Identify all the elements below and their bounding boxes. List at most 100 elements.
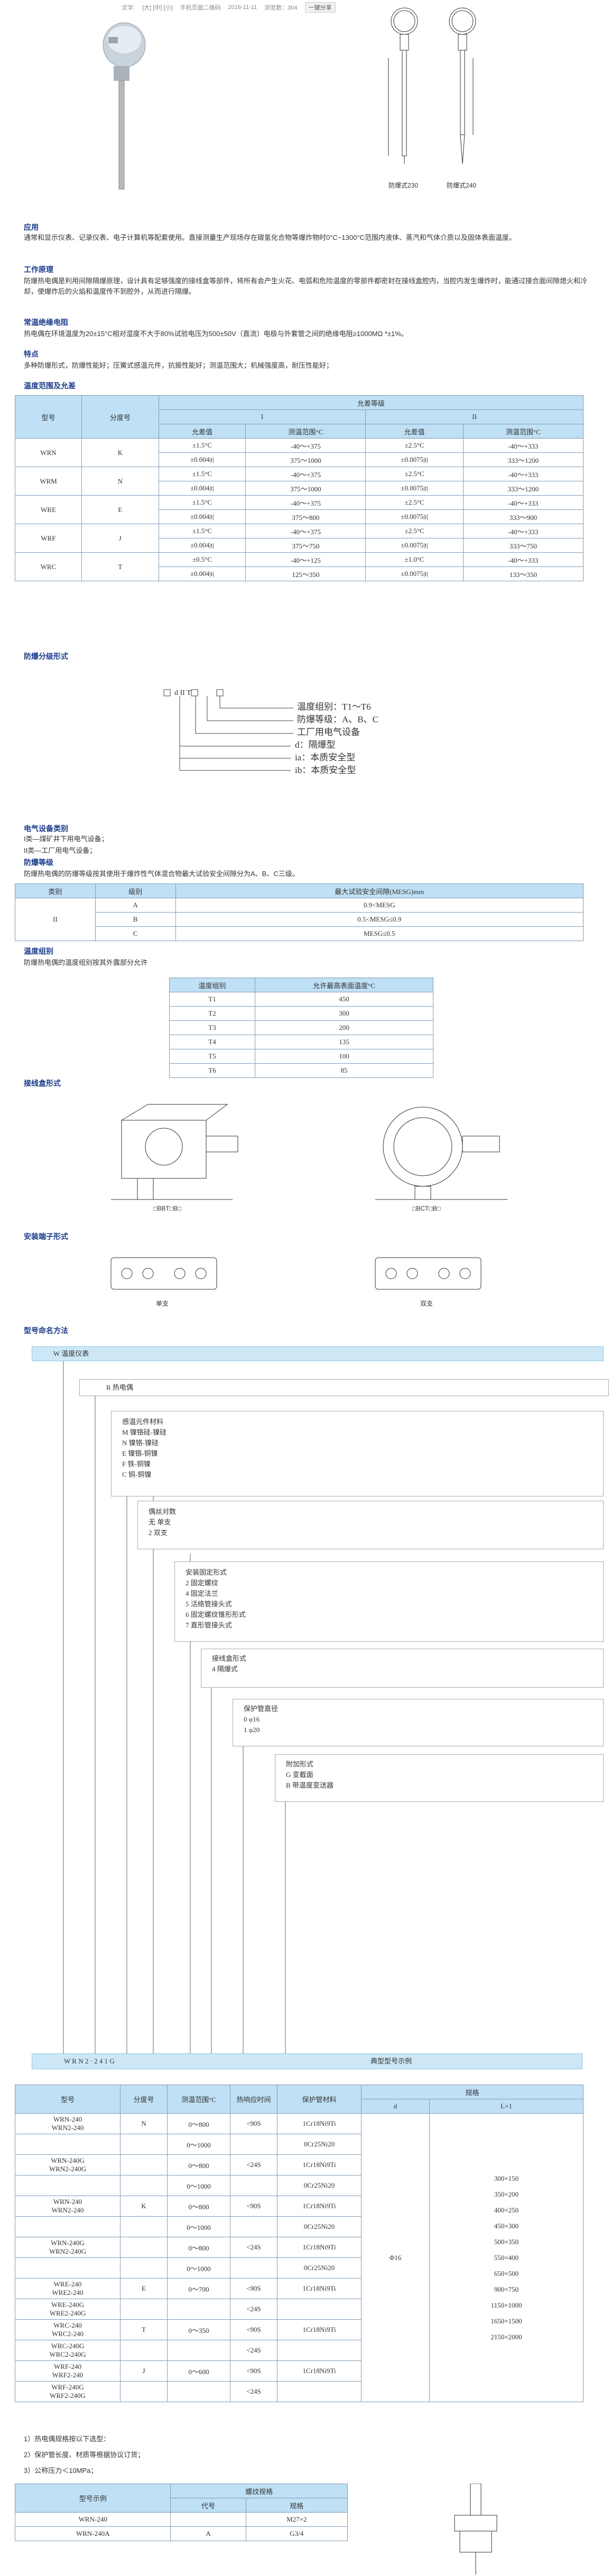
selection-cell: <24S [230,2299,277,2320]
example-code: W R N 2 · 2 4 1 G [64,2057,115,2065]
cell: ±0.0075|t| [365,566,464,581]
selection-cell: <90S [230,2196,277,2217]
font-size-switch[interactable]: [大] [中] [小] [142,5,173,11]
diameter-item: 1 φ20 [244,1726,260,1734]
cell: 375～800 [245,509,366,524]
selection-cell: WRN-240G WRN2-240G [15,2237,121,2258]
cell: 135 [255,1035,433,1049]
selection-cell: WRE-240G WRE2-240G [15,2299,121,2320]
cell: ±0.004|t| [158,452,246,467]
selection-cell: 0～800 [167,2113,230,2134]
cell: 450 [255,992,433,1007]
selection-cell: 0～1000 [167,2216,230,2237]
pairs-item: 2 双支 [149,1529,168,1537]
pairs-item: 无 单支 [149,1518,171,1526]
use-title: 应用 [24,223,39,231]
element-title: 感温元件材料 [122,1418,164,1426]
wiring-title: 接线盒形式 [24,1079,61,1087]
cell: T3 [169,1020,256,1035]
share-button[interactable]: 一键分享 [304,2,336,13]
cell: ±0.0075|t| [365,452,464,467]
selection-cell: 0～1000 [167,2257,230,2279]
th-tol-i: 允差值 [158,424,246,439]
cell-index: K [81,438,159,467]
cell: T6 [169,1063,256,1078]
selection-cell [15,2175,121,2196]
cell: 200 [255,1020,433,1035]
th-range: 测温范围°C [167,2085,230,2114]
selection-cell: WRF-240 WRF2-240 [15,2360,121,2382]
selection-cell: WRC-240 WRC2-240 [15,2319,121,2340]
cell-model: WRC [15,552,82,581]
jbox-title: 接线盒形式 [212,1654,247,1662]
selection-cell [15,2257,121,2279]
selection-cell: J [120,2360,168,2382]
elec-2: II类—工厂用电气设备； [24,847,97,854]
junction-box-label-1: □BBT□B□ [153,1205,182,1212]
th-grade-i: I [158,410,366,424]
exmark-l4: d：隔爆型 [295,740,336,750]
selection-cell [15,2216,121,2237]
extra-item: G 变截面 [286,1771,313,1779]
junction-box-drawing-1: □BBT□B□ [90,1099,248,1221]
cell: ±2.5°C [365,495,464,510]
cell: -40～+125 [245,552,366,567]
note-3: 3）公称压力＜10MPa； [24,2467,98,2475]
group-text: 防爆热电偶的温度组别按其外露部分允许 [24,959,148,966]
selection-cell: <90S [230,2319,277,2340]
selection-cell: 1Cr18Ni9Ti [277,2360,362,2382]
cell: -40～+375 [245,438,366,453]
selection-cell: <24S [230,2237,277,2258]
selection-cell: <90S [230,2113,277,2134]
selection-cell [120,2134,168,2155]
mount-item: 5 活络管接头式 [186,1600,232,1608]
spec-l-item: 2150×2000 [490,2332,522,2341]
naming-box-diameter: 保护管直径 0 φ16 1 φ20 [233,1699,604,1746]
cell: 375～1000 [245,481,366,496]
cell: 133～350 [462,566,584,581]
specs-text: 热电偶在环境温度为20±15°C相对湿度不大于80%试验电压为500±50V（直… [24,330,408,338]
selection-cell: WRC-240G WRC2-240G [15,2340,121,2361]
element-item: E 镍铬-铜镍 [122,1449,158,1457]
spec-l-item: 400×250 [494,2206,519,2214]
cell: C [95,926,176,941]
selection-cell: 0～1000 [167,2134,230,2155]
element-item: M 镍铬硅-镍硅 [122,1428,167,1436]
selection-cell: WRF-240G WRF2-240G [15,2381,121,2402]
th-grade-ii: II [365,410,584,424]
exmark-l6: ib：本质安全型 [295,765,356,775]
selection-cell: 0Cr25Ni20 [277,2134,362,2155]
cell: ±1.5°C [158,495,246,510]
mobile-qr-link[interactable]: 手机页面二维码 [180,5,221,11]
cell: -40～+333 [462,552,584,567]
selection-cell: 1Cr18Ni9Ti [277,2237,362,2258]
elec-title: 电气设备类别 [24,824,68,833]
cell: -40～+375 [245,495,366,510]
selection-cell: 0～350 [167,2319,230,2340]
terminal-double-drawing: 双支 [370,1252,486,1310]
cell: WRN-240 [14,2512,171,2527]
selection-cell [277,2340,362,2361]
selection-cell [277,2381,362,2402]
selection-cell: 0Cr25Ni20 [277,2175,362,2196]
cell: ±0.0075|t| [365,509,464,524]
article-meta: 文字: [大] [中] [小] 手机页面二维码 2016-11-11 浏览数：3… [122,2,336,13]
terminal-single-drawing: 单支 [106,1252,222,1310]
th-spec: 规格 [361,2085,584,2099]
cell: ±0.004|t| [158,538,246,553]
cell: -40～+333 [462,467,584,481]
selection-cell [167,2340,230,2361]
selection-cell: 1Cr18Ni9Ti [277,2196,362,2217]
cell: T2 [169,1006,256,1021]
author-label: 文字: [122,5,135,11]
selection-cell: <90S [230,2360,277,2382]
cell: 125～350 [245,566,366,581]
specs-title: 常温绝缘电阻 [24,318,68,327]
product-photo [87,16,151,193]
selection-cell: 1Cr18Ni9Ti [277,2319,362,2340]
